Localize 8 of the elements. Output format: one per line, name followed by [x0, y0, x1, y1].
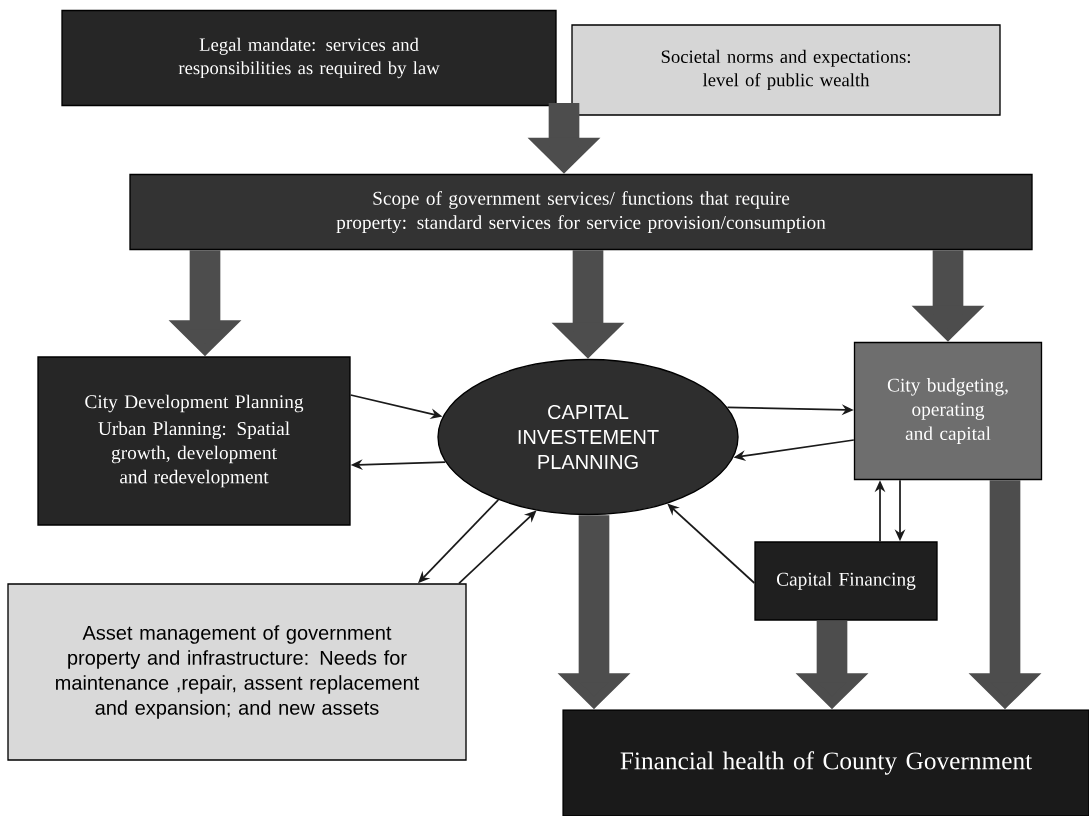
- process-box: Capital Financing: [754, 541, 938, 621]
- process-box: City budgeting, operating and capital: [853, 341, 1043, 481]
- process-box: Financial health of County Government: [562, 709, 1089, 816]
- process-box: Scope of government services/ functions that require property: standard services for service provision/consumption: [129, 173, 1033, 251]
- process-box: Asset management of government property and infrastructure: Needs for maintenance ,repair, assent replacement and expansion; and new assets: [7, 583, 467, 761]
- process-box: Societal norms and expectations: level of public wealth: [571, 24, 1001, 116]
- process-box: Legal mandate: services and responsibilities as required by law: [61, 9, 557, 107]
- process-box: City Development Planning Urban Planning: Spatial growth, development and redevelopment: [37, 356, 351, 526]
